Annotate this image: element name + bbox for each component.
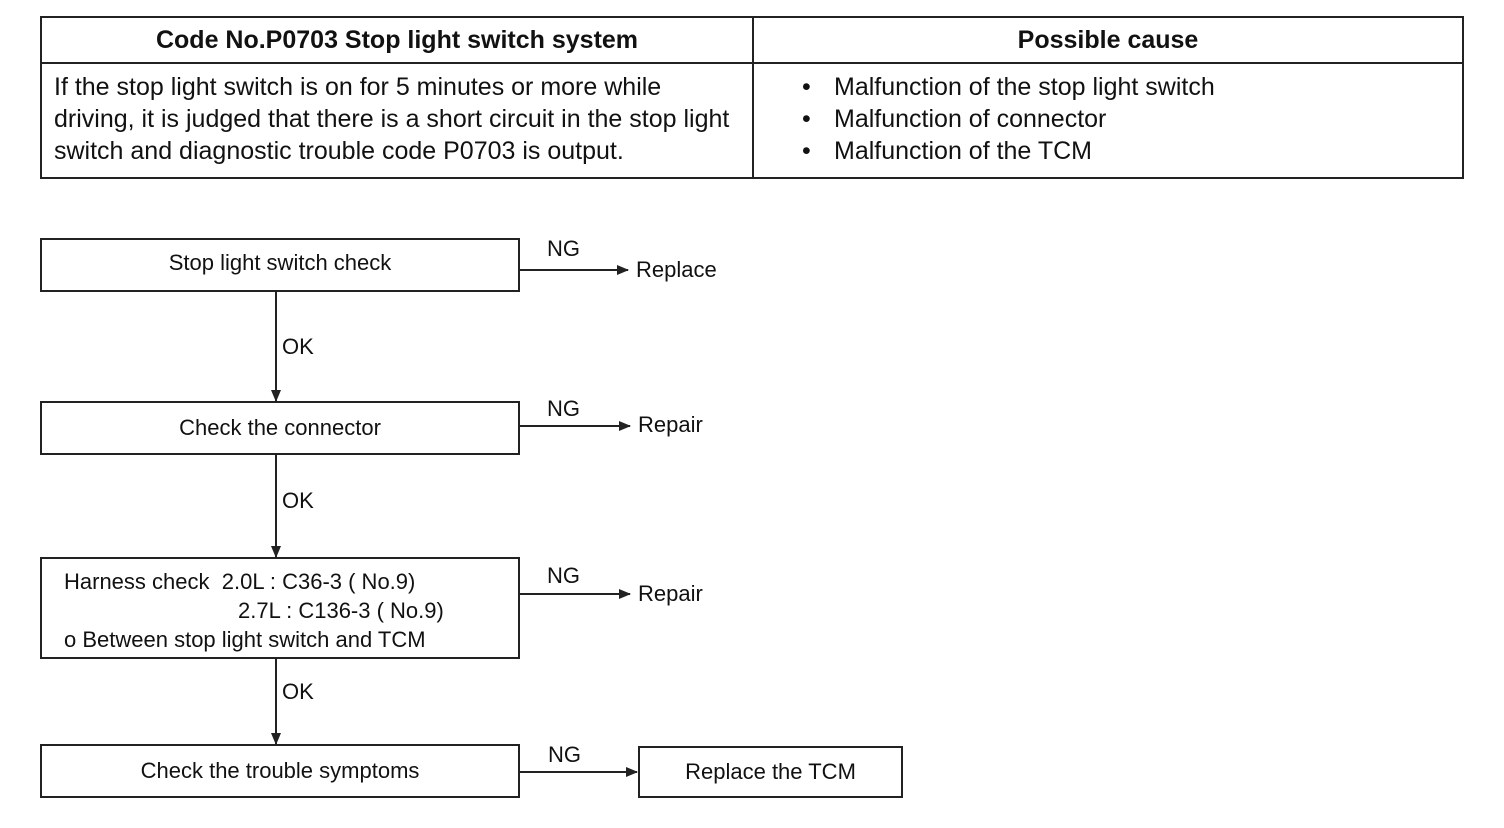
ok-label: OK (282, 679, 314, 704)
ok-label: OK (282, 334, 314, 359)
harness-value-2-0l: 2.0L : C36-3 ( No.9) (221, 569, 416, 594)
harness-row-1: Harness check 2.0L : C36-3 ( No.9) (64, 567, 518, 596)
harness-between: o Between stop light switch and TCM (64, 627, 426, 652)
possible-cause-header: Possible cause (752, 16, 1464, 64)
cause-text: Malfunction of connector (834, 105, 1107, 133)
description-cell: If the stop light switch is on for 5 min… (40, 62, 754, 179)
causes-list: • Malfunction of the stop light switch • M… (766, 71, 1452, 167)
step-stop-light-switch-check: Stop light switch check (40, 238, 520, 292)
result-replace: Replace (636, 257, 717, 282)
bullet: • (802, 73, 811, 101)
harness-label: Harness check (64, 569, 210, 594)
bullet: • (802, 105, 811, 133)
bullet: • (802, 137, 811, 165)
step-check-connector: Check the connector (40, 401, 520, 455)
result-repair: Repair (638, 412, 703, 437)
ng-label: NG (547, 396, 580, 421)
step-label: Check the trouble symptoms (140, 758, 420, 783)
step-label: Stop light switch check (168, 250, 392, 275)
ok-label: OK (282, 488, 314, 513)
result-repair: Repair (638, 581, 703, 606)
harness-row-3: o Between stop light switch and TCM (64, 625, 518, 654)
step-check-trouble-symptoms: Check the trouble symptoms (40, 744, 520, 798)
cause-text: Malfunction of the stop light switch (834, 73, 1215, 101)
result-label: Replace the TCM (685, 759, 856, 784)
step-harness-check: Harness check 2.0L : C36-3 ( No.9) 2.7L … (40, 557, 520, 659)
ng-label: NG (547, 563, 580, 588)
ng-label: NG (547, 236, 580, 261)
cause-text: Malfunction of the TCM (834, 137, 1092, 165)
step-label: Check the connector (179, 415, 381, 440)
cause-item: • Malfunction of the stop light switch (798, 71, 1452, 103)
diagnostic-info-table: Code No.P0703 Stop light switch system P… (40, 16, 1464, 179)
cause-item: • Malfunction of the TCM (798, 135, 1452, 167)
causes-cell: • Malfunction of the stop light switch • M… (752, 62, 1464, 179)
code-header: Code No.P0703 Stop light switch system (40, 16, 754, 64)
harness-row-2: 2.7L : C136-3 ( No.9) (64, 596, 518, 625)
ng-label: NG (548, 742, 581, 767)
result-replace-tcm: Replace the TCM (638, 746, 903, 798)
cause-item: • Malfunction of connector (798, 103, 1452, 135)
harness-value-2-7l: 2.7L : C136-3 ( No.9) (238, 598, 444, 623)
